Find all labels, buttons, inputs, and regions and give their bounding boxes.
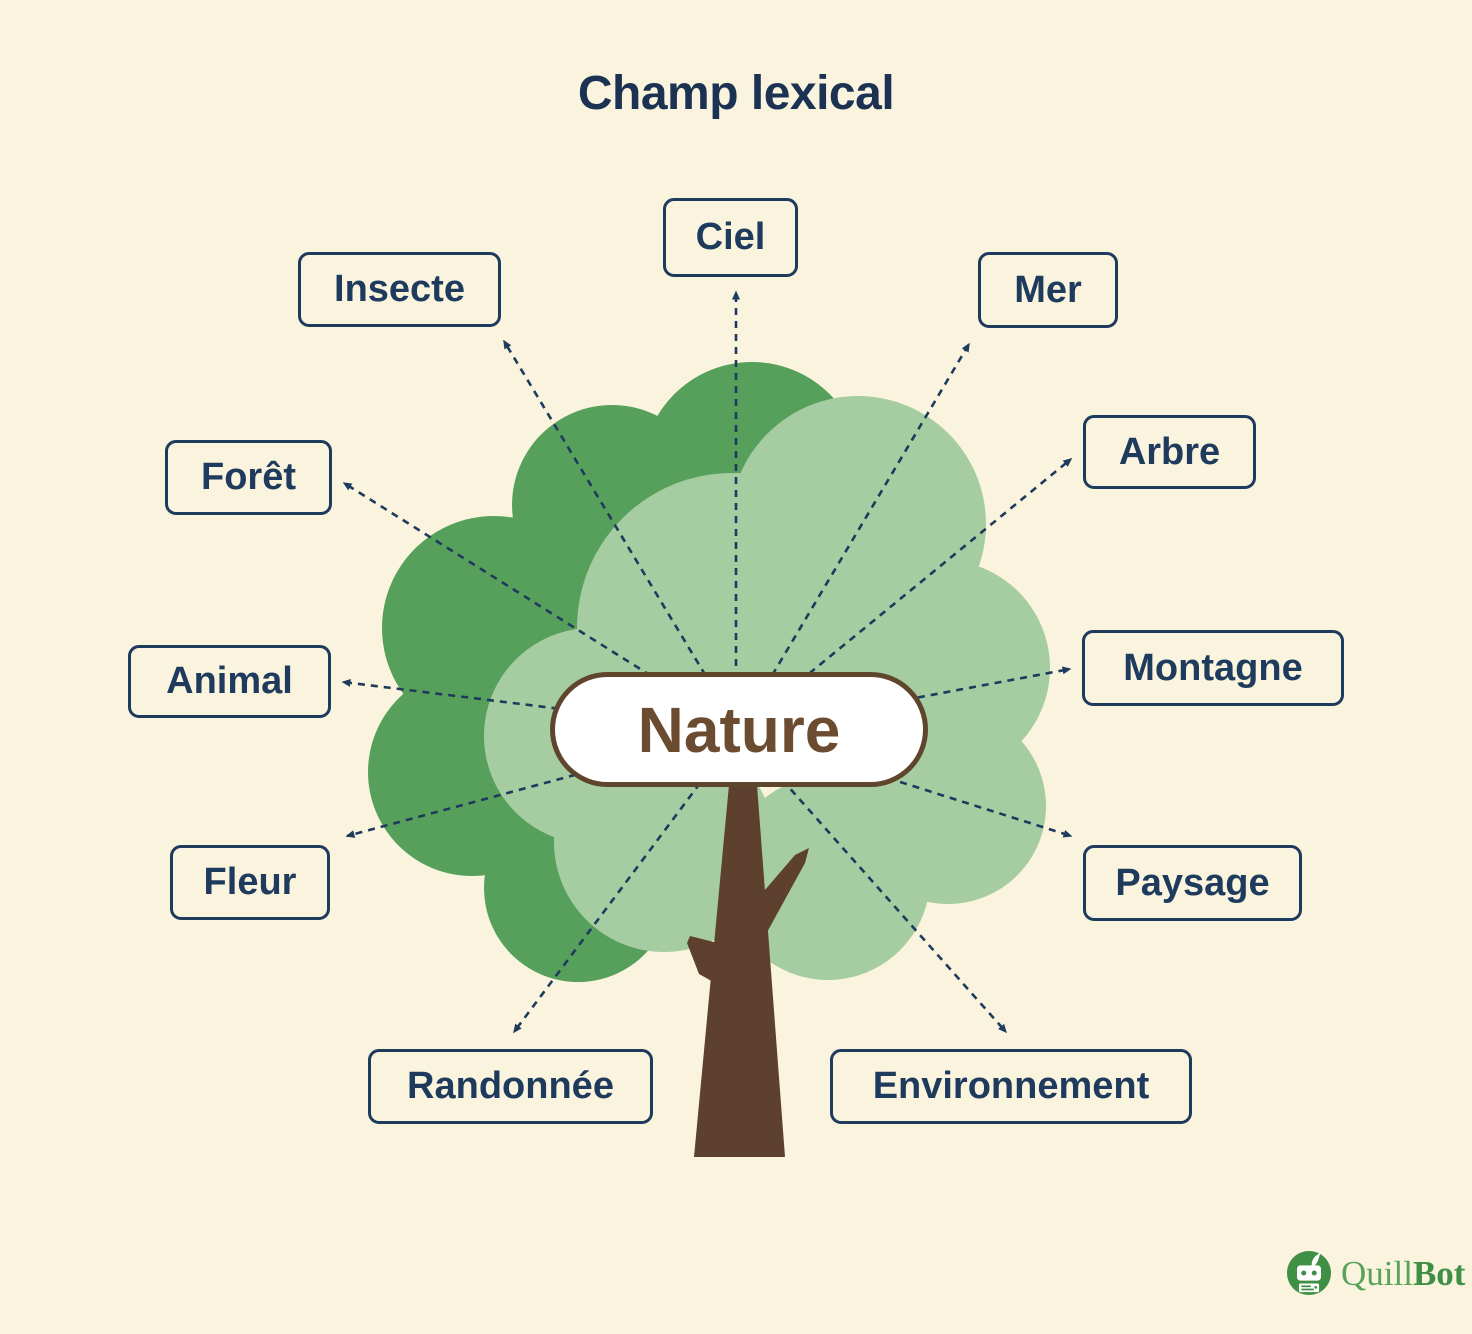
quillbot-wordmark-bot: Bot xyxy=(1412,1253,1466,1293)
node-environnement: Environnement xyxy=(830,1049,1192,1124)
node-label: Arbre xyxy=(1118,430,1221,473)
center-node-label: Nature xyxy=(637,693,841,766)
quillbot-wordmark: QuillBot xyxy=(1341,1256,1465,1291)
node-label: Fleur xyxy=(203,861,297,903)
node-randonnee: Randonnée xyxy=(368,1049,653,1124)
tree-trunk xyxy=(687,785,809,1157)
node-insecte: Insecte xyxy=(298,252,501,327)
arrow-mer xyxy=(737,342,971,732)
quillbot-wordmark-quill: Quill xyxy=(1341,1253,1413,1293)
node-label: Forêt xyxy=(201,456,296,498)
node-ciel: Ciel xyxy=(663,198,798,277)
node-label: Paysage xyxy=(1115,861,1270,904)
node-animal: Animal xyxy=(128,645,331,718)
node-label: Insecte xyxy=(334,268,465,310)
node-montagne: Montagne xyxy=(1082,630,1344,706)
node-label: Environnement xyxy=(872,1065,1150,1107)
node-label: Montagne xyxy=(1123,646,1303,689)
node-fleur: Fleur xyxy=(170,845,330,920)
node-label: Animal xyxy=(166,660,293,702)
arrow-randonnee xyxy=(512,730,741,1034)
quillbot-logo: QuillBot xyxy=(1286,1250,1465,1296)
node-paysage: Paysage xyxy=(1083,845,1302,921)
quillbot-icon xyxy=(1286,1250,1332,1296)
node-foret: Forêt xyxy=(165,440,332,515)
center-node: Nature xyxy=(550,672,928,787)
arrow-insecte xyxy=(502,339,741,732)
node-mer: Mer xyxy=(978,252,1118,328)
page-title: Champ lexical xyxy=(577,67,895,120)
node-arbre: Arbre xyxy=(1083,415,1256,489)
node-label: Ciel xyxy=(695,216,766,258)
node-label: Randonnée xyxy=(407,1065,614,1107)
node-label: Mer xyxy=(1014,268,1082,311)
